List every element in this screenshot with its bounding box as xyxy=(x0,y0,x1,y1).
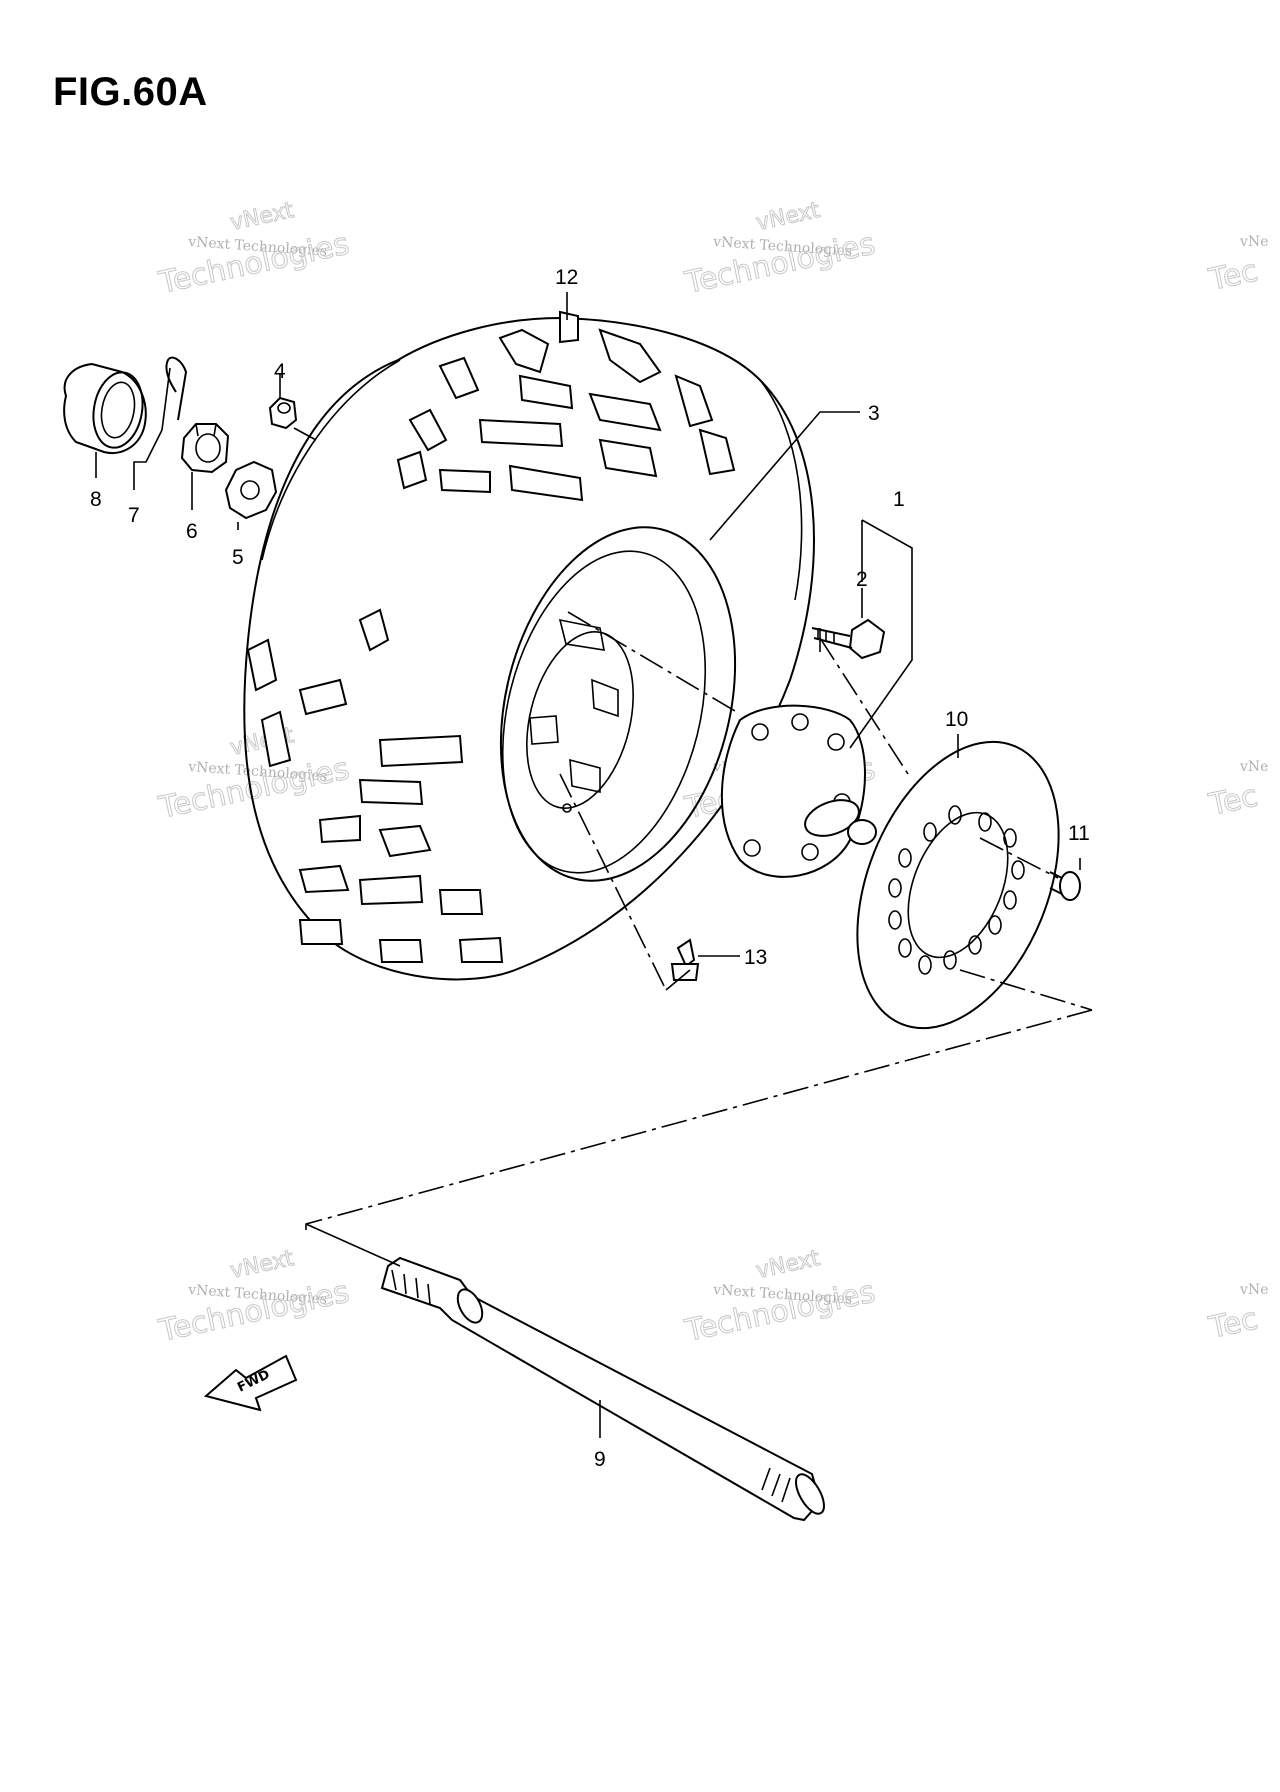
callout-8: 8 xyxy=(90,488,102,511)
bolt-part-11 xyxy=(1049,871,1081,901)
wheel-hub-part xyxy=(720,704,877,878)
cap-part-8 xyxy=(63,362,147,454)
callout-11: 11 xyxy=(1068,822,1090,845)
watermark-text: vNext xyxy=(754,198,822,236)
callout-7: 7 xyxy=(128,504,140,527)
callout-10: 10 xyxy=(945,708,968,731)
watermark-text: vNe xyxy=(1239,759,1268,775)
watermark-text: Tec xyxy=(1205,779,1260,823)
callout-6: 6 xyxy=(186,520,198,543)
brake-disc-holes xyxy=(888,805,1025,975)
callout-12: 12 xyxy=(555,266,578,289)
watermark-text: vNe xyxy=(1239,1282,1268,1298)
callout-9: 9 xyxy=(594,1448,606,1471)
watermark-bottom-right: vNe Tec xyxy=(1205,1282,1269,1347)
watermark-bottom-center: vNext vNext Technologies Technologies xyxy=(681,1245,879,1349)
callout-labels: 1 2 3 4 5 6 7 8 9 10 11 12 13 xyxy=(90,266,1090,1471)
figure-title: FIG.60A xyxy=(53,70,208,114)
callout-5: 5 xyxy=(232,546,244,569)
watermark-text: vNext xyxy=(228,198,296,236)
leader-lines xyxy=(95,292,1093,1438)
rim-spokes xyxy=(529,618,619,793)
tire-tread-blocks xyxy=(246,310,736,963)
castle-nut-part-6 xyxy=(180,423,230,474)
callout-4: 4 xyxy=(274,360,286,383)
cotter-pin-part-7 xyxy=(161,356,188,431)
bolt-part-2 xyxy=(811,618,886,660)
watermark-mid-right: vNe Tec xyxy=(1205,759,1269,824)
valve-stem-part-13 xyxy=(670,938,700,981)
watermark-text: Tec xyxy=(1205,1302,1260,1346)
nut-part-4 xyxy=(268,396,298,430)
callout-2: 2 xyxy=(856,568,868,591)
drive-shaft-part xyxy=(380,1256,825,1522)
fwd-arrow-icon: FWD xyxy=(203,1354,298,1412)
watermark-bottom-left: vNext vNext Technologies Technologies xyxy=(155,1245,353,1349)
watermark-top-center: vNext vNext Technologies Technologies xyxy=(681,197,879,301)
watermark-top-right: vNe Tec xyxy=(1205,234,1269,299)
watermark-text: vNe xyxy=(1239,234,1268,250)
callout-1: 1 xyxy=(893,488,905,511)
watermark-text: vNext xyxy=(228,1246,296,1284)
brake-disc-part xyxy=(856,740,1060,1030)
washer-part-5 xyxy=(224,460,278,520)
watermark-text: vNext xyxy=(754,1246,822,1284)
watermark-top-left: vNext vNext Technologies Technologies xyxy=(155,197,353,301)
watermark-mid-left: vNext vNext Technologies Technologies xyxy=(155,722,353,826)
callout-3: 3 xyxy=(868,402,880,425)
watermark-text: Tec xyxy=(1205,254,1260,298)
tire-part xyxy=(243,310,815,981)
callout-13: 13 xyxy=(744,946,767,969)
